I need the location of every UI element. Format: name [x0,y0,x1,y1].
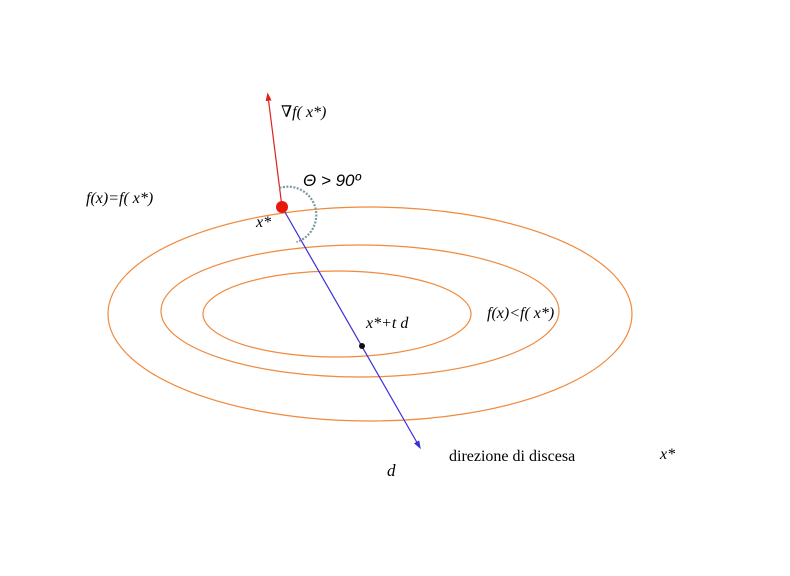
direction-d-label: d [387,461,396,480]
angle-label: Θ > 90º [303,171,362,190]
xstar-label: x* [255,214,271,231]
contour-inner [202,270,472,358]
gradient-label: ∇f( x*) [281,104,326,121]
descent-direction-label: direzione di discesa [449,448,575,465]
level-set-less-label: f(x)<f( x*) [487,305,554,322]
direction-arrow [281,206,421,450]
contour-outer [107,206,633,422]
contour-middle [160,244,560,378]
step-point [359,343,365,349]
xstar-point [276,201,288,213]
gradient-arrow [265,92,283,208]
angle-arc [279,185,318,244]
step-point-label: x*+t d [365,315,409,332]
level-set-equal-label: f(x)=f( x*) [86,190,153,207]
xstar-right-label: x* [659,446,675,463]
